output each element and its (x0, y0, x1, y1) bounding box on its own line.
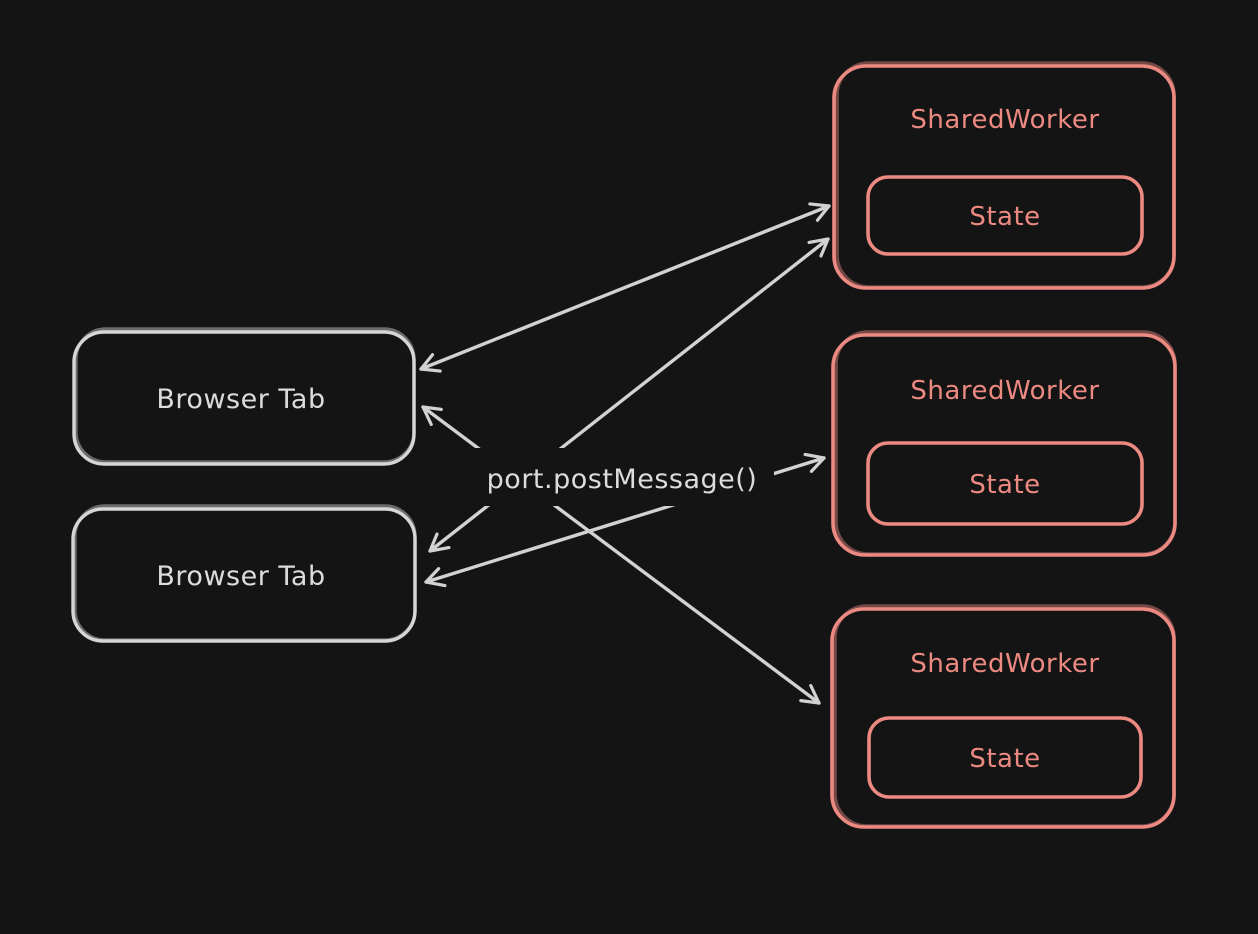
shared-worker-1-state-box (866, 175, 1144, 256)
shared-worker-3: SharedWorker State (830, 604, 1176, 829)
center-label-backdrop (469, 448, 774, 506)
shared-worker-2-state-box (866, 441, 1144, 526)
shared-worker-2: SharedWorker State (831, 330, 1177, 557)
browser-tab-2-box (71, 507, 417, 643)
shared-worker-1-box (832, 64, 1176, 290)
browser-tab-2: Browser Tab (71, 504, 417, 643)
browser-tab-1: Browser Tab (72, 327, 416, 466)
shared-worker-2-title: SharedWorker (910, 376, 1099, 406)
port-postmessage-label: port.postMessage() (487, 464, 758, 495)
shared-worker-2-state-label: State (969, 470, 1040, 500)
shared-worker-3-state-box (867, 716, 1143, 799)
shared-worker-1-title: SharedWorker (910, 105, 1099, 135)
shared-worker-3-state-label: State (969, 744, 1040, 774)
shared-worker-3-box-echo (833, 604, 1176, 828)
browser-tab-1-box (72, 330, 416, 466)
shared-worker-3-box (830, 607, 1176, 829)
browser-tab-2-label: Browser Tab (156, 561, 325, 592)
shared-worker-2-box (831, 333, 1177, 557)
shared-worker-1-state-label: State (969, 202, 1040, 232)
browser-tab-1-label: Browser Tab (156, 384, 325, 415)
shared-worker-1: SharedWorker State (832, 61, 1176, 290)
shared-worker-3-title: SharedWorker (910, 649, 1099, 679)
